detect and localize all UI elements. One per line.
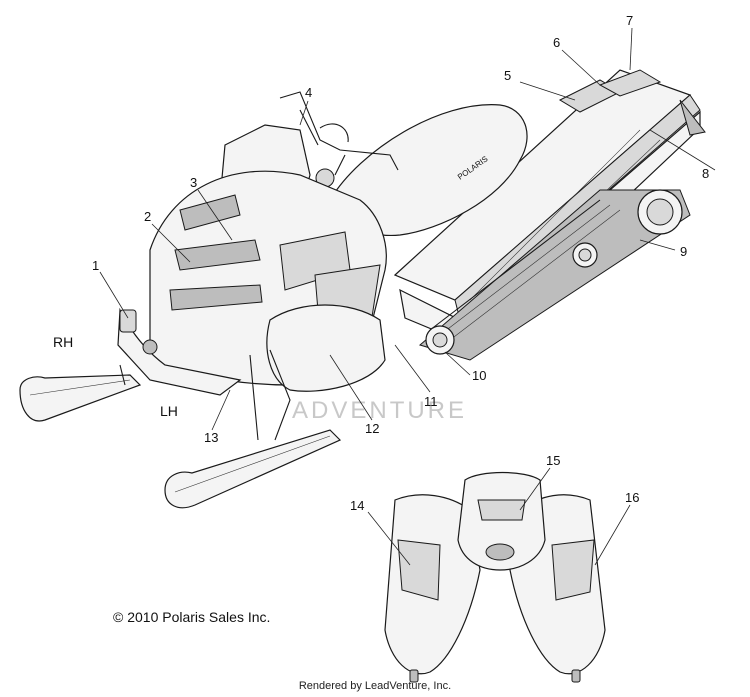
seat: POLARIS: [329, 104, 528, 237]
side-label-lh: LH: [160, 403, 178, 419]
callout-12: 12: [365, 421, 379, 436]
callout-13: 13: [204, 430, 218, 445]
callout-16: 16: [625, 490, 639, 505]
callout-9: 9: [680, 244, 687, 259]
callout-1: 1: [92, 258, 99, 273]
callouts: 1 2 3 4 5 6 7 8 9 10 11 12 13 14 15 16: [92, 13, 709, 513]
copyright-text: © 2010 Polaris Sales Inc.: [113, 609, 271, 625]
callout-15: 15: [546, 453, 560, 468]
watermark-text: ADVENTURE: [292, 397, 467, 424]
panel-assembly-view: [384, 471, 606, 683]
nose: [117, 307, 242, 396]
ski-rh: [19, 374, 142, 422]
rendered-by-text: Rendered by LeadVenture, Inc.: [298, 680, 452, 692]
spindles: [119, 349, 291, 441]
callout-7: 7: [626, 13, 633, 28]
callout-11: 11: [424, 394, 438, 409]
rear-idler-wheel: [637, 189, 683, 235]
rear-flap: [679, 99, 706, 136]
mid-wheel: [572, 242, 598, 268]
front-wheel: [425, 325, 455, 355]
leader-lines: [99, 27, 716, 566]
handlebar-assembly: [279, 91, 399, 188]
callout-14: 14: [350, 498, 364, 513]
track: [418, 189, 691, 361]
callout-10: 10: [472, 368, 486, 383]
callout-5: 5: [504, 68, 511, 83]
side-panel: [266, 304, 386, 392]
ski-lh: [164, 429, 342, 509]
callout-2: 2: [144, 209, 151, 224]
side-label-rh: RH: [53, 334, 73, 350]
callout-4: 4: [305, 85, 312, 100]
callout-3: 3: [190, 175, 197, 190]
callout-8: 8: [702, 166, 709, 181]
callout-6: 6: [553, 35, 560, 50]
